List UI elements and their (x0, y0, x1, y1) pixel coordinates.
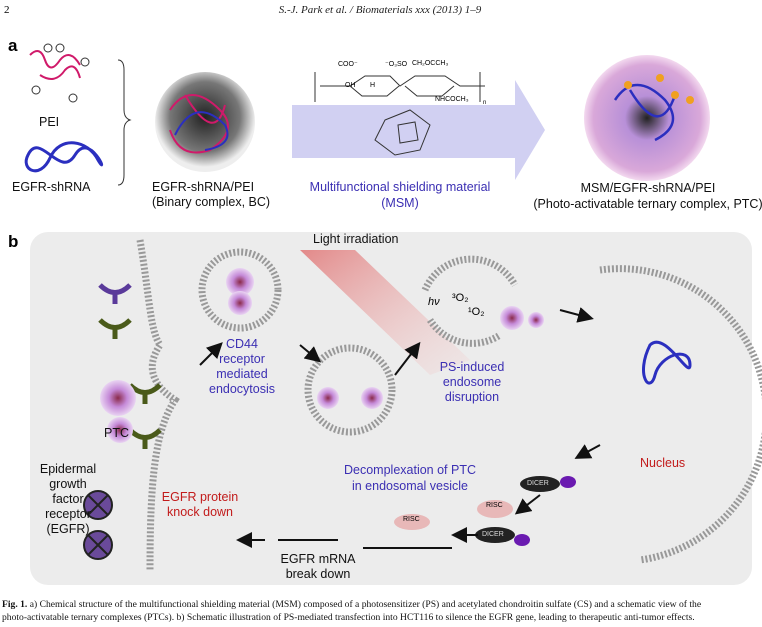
text-line: knock down (166, 505, 234, 519)
running-title: S.-J. Park et al. / Biomaterials xxx (20… (278, 4, 482, 16)
pei-charges (31, 43, 90, 103)
chem-group: H (370, 82, 376, 89)
ptc-cell-label: PTC (104, 426, 129, 440)
chem-group: ⁻O₃SO (385, 61, 408, 68)
text-line: factor (52, 492, 84, 506)
receptor-blocked-icons (83, 490, 113, 560)
binary-complex-sublabel: (Binary complex, BC) (152, 195, 271, 209)
msm-arrow (292, 80, 545, 180)
ptc-sublabel: (Photo-activatable ternary complex, PTC) (533, 197, 762, 211)
chem-group: OH (345, 82, 356, 89)
brace (117, 59, 132, 186)
hv-label: hν (428, 296, 440, 308)
binary-complex (155, 72, 255, 172)
chemical-structure (314, 72, 485, 156)
egfr-shrna-label: EGFR-shRNA (12, 180, 91, 194)
singlet-oxygen-label: ¹O₂ (468, 306, 485, 318)
chem-group: CH₂OCCH₃ (412, 60, 449, 67)
text-line: EGFR mRNA (280, 552, 356, 566)
caption-line-2: photo-activatable ternary complexes (PTC… (2, 612, 695, 623)
caption-line-1: Fig. 1. a) Chemical structure of the mul… (2, 598, 701, 611)
caption-fig-label: Fig. 1. (2, 599, 28, 610)
figure-caption: Fig. 1. a) Chemical structure of the mul… (2, 598, 701, 624)
text-line: EGFR protein (161, 490, 239, 504)
risc-label: RISC (403, 516, 420, 523)
msm-sublabel: (MSM) (381, 196, 419, 210)
text-line: CD44 (226, 337, 258, 351)
page-number: 2 (4, 4, 10, 16)
text-line: disruption (444, 390, 500, 404)
dicer-label: DICER (482, 531, 504, 538)
chem-group: NHCOCH₃ (435, 96, 469, 103)
text-line: endosome (442, 375, 502, 389)
nuclear-shrna (642, 340, 692, 385)
light-beam (300, 250, 470, 375)
triplet-oxygen-label: ³O₂ (452, 292, 469, 304)
chem-group: n (483, 100, 487, 106)
light-irradiation-label: Light irradiation (313, 232, 399, 246)
text-line: PS-induced (439, 360, 505, 374)
risc-label: RISC (486, 502, 503, 509)
decomplexation-label: Decomplexation of PTC in endosomal vesicl… (344, 462, 476, 494)
chem-group: COO⁻ (338, 61, 358, 68)
mrna-strand (278, 539, 452, 549)
text-line: Epidermal (39, 462, 97, 476)
caption-text: a) Chemical structure of the multifuncti… (29, 599, 702, 610)
text-line: receptor (219, 352, 265, 366)
binary-complex-label: EGFR-shRNA/PEI (152, 180, 255, 194)
text-line: growth (49, 477, 87, 491)
panel-b-label: b (8, 232, 19, 251)
shrna-loop (24, 141, 104, 173)
ptc-label: MSM/EGFR-shRNA/PEI (580, 181, 716, 195)
pei-strands (29, 50, 81, 80)
panel-a-label: a (8, 36, 18, 55)
process-arrows (199, 307, 601, 548)
pei-label: PEI (39, 115, 60, 129)
nucleus-label: Nucleus (640, 456, 686, 470)
ptc-particles (100, 268, 544, 443)
dicer-complexes (394, 476, 576, 546)
membranes (136, 239, 762, 571)
text-line: in endosomal vesicle (351, 479, 469, 493)
msm-label: Multifunctional shielding material (309, 180, 491, 194)
dicer-label: DICER (527, 480, 549, 487)
text-line: Decomplexation of PTC (343, 463, 477, 477)
text-line: receptor (45, 507, 91, 521)
text-line: break down (285, 567, 351, 581)
text-line: (EGFR) (46, 522, 90, 536)
ptc-sphere (584, 55, 710, 181)
text-line: endocytosis (208, 382, 276, 396)
egfr-receptors (98, 283, 162, 449)
text-line: mediated (216, 367, 268, 381)
